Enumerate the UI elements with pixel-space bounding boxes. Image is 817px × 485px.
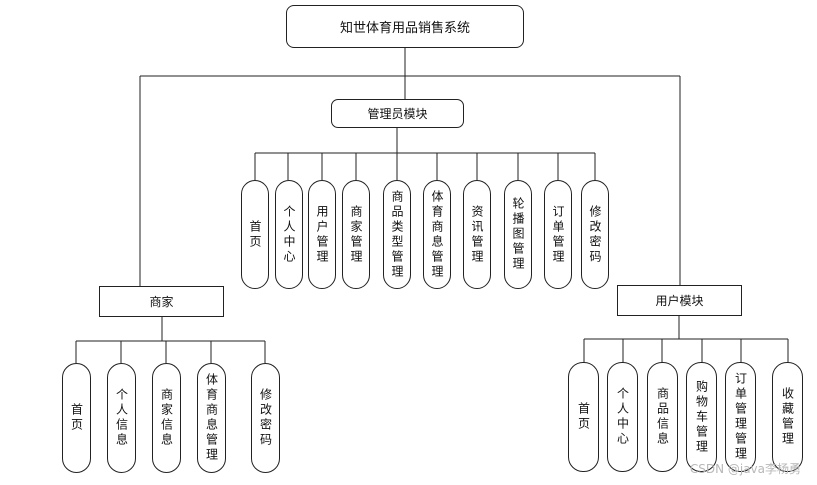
admin-item-change-password: 修改密码 <box>581 180 609 289</box>
user-item-product-info: 商品信息 <box>647 362 678 472</box>
merchant-item-change-password: 修改密码 <box>251 363 280 473</box>
user-item-cart-management: 购物车管理 <box>686 362 717 472</box>
user-item-favorites-management: 收藏管理 <box>772 362 803 472</box>
root-label: 知世体育用品销售系统 <box>339 21 470 36</box>
admin-item-merchant-management: 商家管理 <box>342 180 370 289</box>
admin-module-label: 管理员模块 <box>367 107 428 121</box>
root-node: 知世体育用品销售系统 <box>286 5 524 48</box>
admin-module-node: 管理员模块 <box>331 99 464 128</box>
user-module-label: 用户模块 <box>655 294 704 308</box>
watermark: CSDN @java李杨勇 <box>689 462 801 476</box>
merchant-item-sports-goods-management: 体育商息管理 <box>197 363 226 473</box>
user-item-personal-center: 个人中心 <box>607 362 638 472</box>
admin-item-news-management: 资讯管理 <box>463 180 491 289</box>
merchant-module-node: 商家 <box>99 286 224 317</box>
user-item-order-management: 订单管理管理 <box>725 362 756 472</box>
user-item-home: 首页 <box>568 362 599 472</box>
admin-item-sports-goods-management: 体育商息管理 <box>423 180 451 289</box>
admin-item-personal-center: 个人中心 <box>275 180 303 289</box>
admin-item-home: 首页 <box>241 180 269 289</box>
admin-item-carousel-management: 轮播图管理 <box>504 180 532 289</box>
admin-item-order-management: 订单管理 <box>544 180 572 289</box>
merchant-item-merchant-info: 商家信息 <box>152 363 181 473</box>
merchant-item-home: 首页 <box>62 363 91 473</box>
merchant-module-label: 商家 <box>149 295 174 309</box>
user-module-node: 用户模块 <box>617 285 742 316</box>
admin-item-user-management: 用户管理 <box>308 180 336 289</box>
admin-item-category-management: 商品类型管理 <box>383 180 411 289</box>
merchant-item-personal-info: 个人信息 <box>107 363 136 473</box>
